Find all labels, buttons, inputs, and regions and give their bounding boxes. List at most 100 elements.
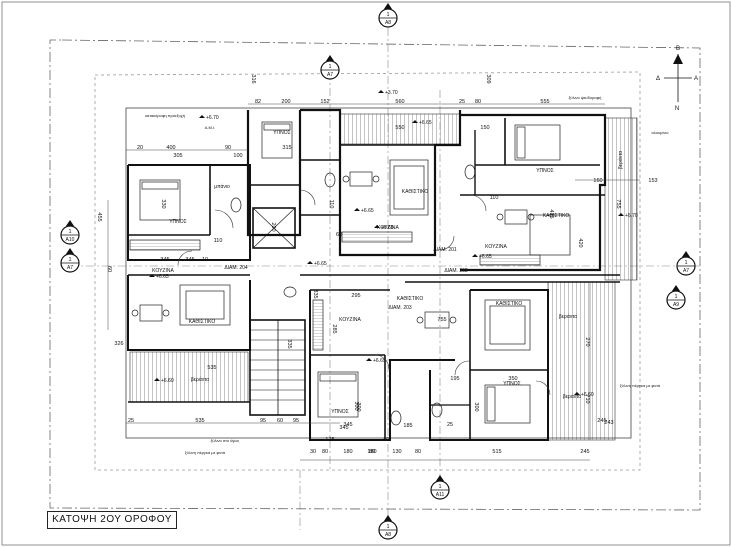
dimension-label: 110 — [490, 195, 499, 201]
elevation-marker-icon — [199, 115, 205, 118]
dimension-label: 326 — [114, 341, 123, 347]
room-label: μπάνιο — [214, 183, 230, 190]
elevation-label: +6.65 — [156, 274, 169, 280]
elevation-label: +6.65 — [479, 254, 492, 260]
section-marker-number: 1 — [386, 12, 389, 18]
dimension-label: 153 — [648, 178, 657, 184]
room-label: βεράντα — [191, 376, 209, 383]
elevation-label: +3.70 — [385, 90, 398, 96]
dimension-label: 755 — [437, 317, 446, 323]
room-label: βεράντα — [617, 151, 624, 169]
section-arrow-icon — [682, 251, 690, 257]
dimension-label: 350 — [508, 376, 517, 382]
elevation-marker-icon — [574, 392, 580, 395]
section-marker: 1A7 — [60, 248, 80, 273]
dimension-label: 270 — [584, 337, 590, 346]
dimension-label: 560 — [395, 99, 404, 105]
room-label: ΥΠΝΟΣ — [169, 219, 187, 225]
section-marker-number: 1 — [68, 229, 71, 235]
room-label: ΥΠΝΟΣ — [273, 130, 291, 136]
section-marker: 1A8 — [378, 3, 398, 28]
room-label: ΥΠΝΟΣ — [331, 409, 349, 415]
room-label: ΚΟΥΖΙΝΑ — [377, 225, 399, 231]
dimension-label: 315 — [282, 145, 291, 151]
dimension-label: 195 — [450, 376, 459, 382]
annotation-note: ξύλινο ψευδοροφή — [569, 95, 602, 100]
drawing-title: ΚΑΤΟΨΗ 2ΟΥ ΟΡΟΦΟΥ — [47, 511, 177, 529]
dimension-label: 550 — [395, 125, 404, 131]
dimension-label: 125 — [325, 437, 334, 443]
elevation-marker-icon — [354, 208, 360, 211]
dimension-label: 555 — [540, 99, 549, 105]
room-label: ΚΑΘΙΣΤΙΚΟ — [397, 296, 424, 302]
dimension-label: 245 — [580, 449, 589, 455]
dimension-label: 80 — [415, 449, 421, 455]
dimension-label: 30 — [310, 449, 316, 455]
room-label: ΔΙΑΜ. 201 — [433, 247, 457, 253]
dimension-label: 60 — [106, 266, 112, 272]
elevation-marker-icon — [412, 120, 418, 123]
room-label: ΚΑΘΙΣΤΙΚΟ — [402, 189, 429, 195]
section-arrow-icon — [66, 220, 74, 226]
dimension-label: 515 — [492, 449, 501, 455]
dimension-label: 335 — [286, 339, 292, 348]
section-marker-number: 1 — [438, 484, 441, 490]
dimension-label: 10 — [202, 257, 208, 263]
room-label: ΚΑΘΙΣΤΙΚΟ — [189, 319, 216, 325]
section-arrow-icon — [326, 55, 334, 61]
section-arrow-icon — [66, 248, 74, 254]
compass-west-label: Δ — [656, 76, 660, 82]
elevation-label: +6.65 — [373, 358, 386, 364]
compass-east-label: Α — [694, 76, 698, 82]
dimension-label: 345 — [343, 422, 352, 428]
dimension-label: 82 — [255, 99, 261, 105]
dimension-label: 25 — [447, 422, 453, 428]
elevation-label: +6.60 — [581, 392, 594, 398]
section-arrow-icon — [436, 475, 444, 481]
dimension-label: 185 — [403, 423, 412, 429]
plot-boundary — [49, 39, 701, 511]
section-arrow-icon — [672, 285, 680, 291]
section-marker-ref: A11 — [436, 492, 445, 498]
dimension-label: 180 — [343, 449, 352, 455]
door-swings — [177, 189, 551, 396]
section-marker: 1A9 — [666, 285, 686, 310]
dimension-label: 25 — [459, 99, 465, 105]
elevation-label: +6.65 — [361, 208, 374, 214]
dimension-label: 152 — [320, 99, 329, 105]
dimension-label: 90 — [225, 145, 231, 151]
dimension-label: 95 — [293, 418, 299, 424]
dimension-label: 80 — [369, 449, 375, 455]
dimension-label: 100 — [233, 153, 242, 159]
section-marker-ref: A9 — [673, 302, 679, 308]
dimension-label: 305 — [173, 153, 182, 159]
dimension-label: 400 — [166, 145, 175, 151]
room-label: βεράντα — [559, 313, 577, 320]
furniture — [129, 121, 571, 426]
section-marker: 1A7 — [676, 251, 696, 276]
dimension-label: 180 — [367, 449, 376, 455]
dimension-label: 243 — [604, 420, 613, 426]
section-marker-ref: A10 — [66, 237, 75, 243]
room-label: ΚΟΥΖΙΝΑ — [339, 317, 361, 323]
room-label: ΥΠΝΟΣ — [503, 381, 521, 387]
dimension-label: 60 — [336, 232, 342, 238]
dimension-label: 80 — [475, 99, 481, 105]
section-marker: 1A8 — [378, 515, 398, 540]
room-label: ΔΙΑΜ. 203 — [388, 305, 412, 311]
dimension-label: 300 — [473, 402, 479, 411]
elevation-marker-icon — [154, 378, 160, 381]
annotation-note: ξύλινη πέργκα με φυτά — [620, 383, 661, 388]
dimension-label: 345 — [160, 257, 169, 263]
room-label: βεράντα — [563, 393, 581, 400]
dimension-label: 710 — [584, 394, 590, 403]
section-marker-number: 1 — [68, 257, 71, 263]
annotation-note: αλουμίνιο — [652, 130, 670, 135]
dimension-label: 330 — [160, 199, 166, 208]
dimension-label: 300 — [355, 402, 361, 411]
dimension-label: 285 — [331, 324, 337, 333]
room-label: ΚΑΘΙΣΤΙΚΟ — [543, 213, 570, 219]
dimension-label: 755 — [615, 199, 621, 208]
